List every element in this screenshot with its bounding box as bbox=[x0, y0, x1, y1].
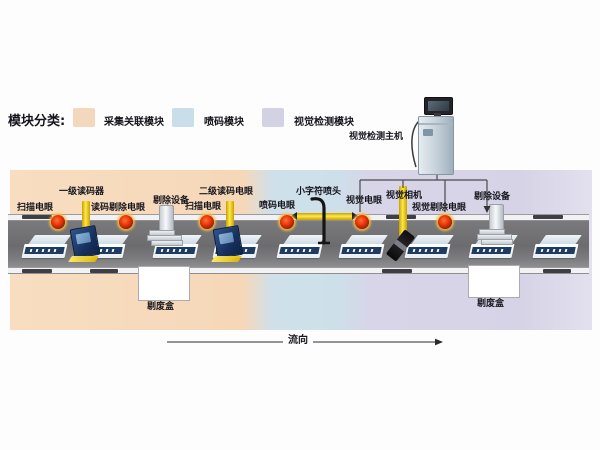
legend-swatch-print bbox=[172, 108, 194, 127]
rail-bracket bbox=[90, 269, 118, 273]
pusher-base bbox=[151, 240, 183, 246]
station-label-print-eye: 喷码电眼 bbox=[259, 201, 296, 211]
product-tray bbox=[276, 235, 326, 261]
photo-eye-read-reject bbox=[119, 215, 133, 229]
photo-eye-scan-2 bbox=[200, 215, 214, 229]
station-label-read-reject-eye: 读码剔除电眼 bbox=[91, 203, 146, 213]
reader-screen bbox=[75, 232, 92, 245]
station-label-vision-reject-eye: 视觉剔除电眼 bbox=[412, 203, 467, 213]
host-machine-cabinet bbox=[418, 116, 454, 175]
station-label-print-head: 小字符喷头 bbox=[296, 187, 342, 197]
rail-bracket bbox=[382, 269, 412, 273]
station-label-secondary-read-eye: 二级读码电眼 bbox=[199, 187, 254, 197]
station-label-vision-eye: 视觉电眼 bbox=[346, 196, 383, 206]
reader-scan-beam bbox=[68, 256, 99, 262]
printhead-traverse-bar bbox=[291, 212, 358, 220]
host-monitor-stand bbox=[434, 113, 441, 117]
legend-swatch-vision bbox=[262, 108, 284, 127]
legend-item-acquire: 采集关联模块 bbox=[104, 117, 164, 128]
pusher-base bbox=[481, 239, 513, 245]
flow-arrowhead bbox=[435, 338, 443, 346]
waste-box-label: 剔废盒 bbox=[477, 299, 505, 309]
photo-eye-vision bbox=[355, 215, 369, 229]
reader-scan-beam bbox=[211, 256, 242, 262]
legend-item-vision: 视觉检测模块 bbox=[294, 117, 354, 128]
legend-item-print: 喷码模块 bbox=[204, 117, 244, 128]
reject-pusher-2 bbox=[477, 204, 517, 252]
legend-swatch-acquire bbox=[73, 108, 95, 127]
product-tray bbox=[21, 235, 71, 261]
waste-box bbox=[468, 265, 520, 298]
reader-screen bbox=[218, 232, 235, 245]
flow-direction-label: 流向 bbox=[288, 335, 308, 346]
legend-title: 模块分类: bbox=[8, 114, 66, 129]
conveyor-rail-bottom bbox=[8, 267, 589, 274]
reader-body bbox=[212, 224, 244, 260]
waste-box-label: 剔废盒 bbox=[147, 302, 175, 312]
photo-eye-vision-reject bbox=[438, 215, 452, 229]
rail-bracket bbox=[533, 215, 563, 219]
barcode-reader-1 bbox=[68, 224, 102, 265]
rail-bracket bbox=[543, 269, 571, 273]
rail-bracket bbox=[22, 269, 52, 273]
photo-eye-scan-1 bbox=[51, 215, 65, 229]
product-tray bbox=[338, 235, 388, 261]
waste-box bbox=[138, 266, 190, 301]
station-label-reject-device-2: 剔除设备 bbox=[474, 192, 511, 202]
station-label-vision-camera: 视觉相机 bbox=[386, 191, 423, 201]
reader-2-mount-bar bbox=[226, 201, 234, 233]
barcode-reader-2 bbox=[211, 224, 245, 265]
product-tray bbox=[532, 235, 582, 261]
station-label-scan-eye-2: 扫描电眼 bbox=[185, 202, 222, 212]
reader-body bbox=[69, 224, 101, 260]
host-machine-label: 视觉检测主机 bbox=[349, 132, 404, 142]
station-label-scan-eye-1: 扫描电眼 bbox=[17, 203, 54, 213]
camera-body bbox=[385, 229, 416, 262]
station-label-reject-device-1: 剔除设备 bbox=[153, 196, 190, 206]
station-label-primary-reader: 一级读码器 bbox=[59, 187, 105, 197]
photo-eye-print bbox=[280, 215, 294, 229]
rail-bracket bbox=[22, 215, 52, 219]
reader-1-mount-bar bbox=[82, 201, 90, 233]
vision-camera-device bbox=[385, 229, 418, 266]
reject-pusher-1 bbox=[147, 205, 187, 253]
